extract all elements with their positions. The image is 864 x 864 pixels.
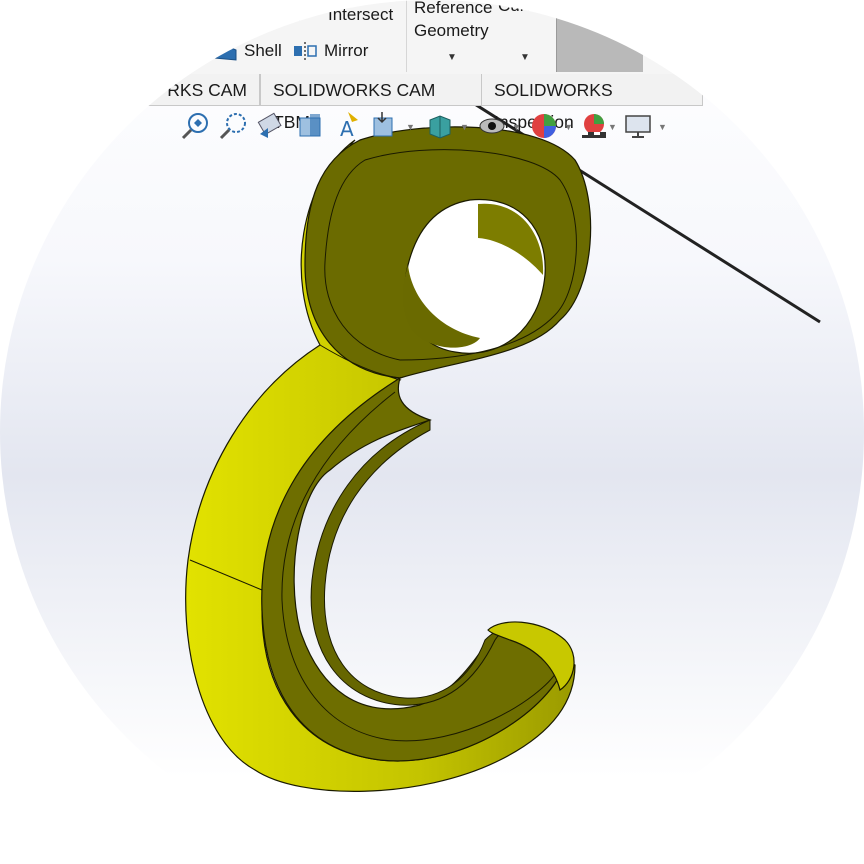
apply-scene-dropdown-icon[interactable]: ▼ <box>608 122 617 132</box>
mirror-button[interactable]: Mirror <box>292 40 368 62</box>
shell-label: Shell <box>244 41 282 60</box>
edit-appearance-dropdown-icon[interactable]: ▼ <box>564 122 573 132</box>
tab-solidworks-cam-tbm[interactable]: SOLIDWORKS CAM TBM <box>260 74 482 132</box>
command-tabs: RKS CAM SOLIDWORKS CAM TBM SOLIDWORKS In… <box>0 74 864 132</box>
intersect-button[interactable]: Intersect <box>296 4 393 26</box>
edit-appearance-icon[interactable] <box>528 110 560 142</box>
reference-geometry-label-2: Geometry <box>414 21 489 40</box>
reference-geometry-dropdown-icon[interactable]: ▼ <box>447 52 457 63</box>
view-orientation-dropdown-icon[interactable]: ▼ <box>406 122 415 132</box>
heads-up-view-toolbar: A ▼ ▼ ▼ ▼ ▼ <box>180 110 680 146</box>
dynamic-annotation-view-icon[interactable]: A <box>332 110 364 142</box>
svg-text:A: A <box>340 117 354 141</box>
tab-solidworks-cam[interactable]: RKS CAM <box>140 74 260 106</box>
apply-scene-icon[interactable] <box>578 110 610 142</box>
curves-label: Curv <box>498 0 534 15</box>
tab-label: RKS CAM <box>167 80 247 100</box>
zoom-to-fit-icon[interactable] <box>180 110 212 142</box>
command-manager-ribbon: Intersect Shell Mirror Reference Geometr… <box>0 0 864 74</box>
hide-show-items-icon[interactable] <box>476 110 508 142</box>
intersect-label: Intersect <box>328 5 394 24</box>
zoom-to-area-icon[interactable] <box>218 110 250 142</box>
ribbon-divider <box>406 0 407 72</box>
display-style-dropdown-icon[interactable]: ▼ <box>460 122 469 132</box>
curves-button[interactable]: Curv <box>498 0 534 16</box>
reference-geometry-button[interactable]: Reference Geometry <box>414 0 492 42</box>
hide-show-items-dropdown-icon[interactable]: ▼ <box>512 122 521 132</box>
display-style-icon[interactable] <box>424 110 456 142</box>
curves-dropdown-icon[interactable]: ▼ <box>520 52 530 63</box>
ribbon-group-panel <box>556 0 643 72</box>
mirror-label: Mirror <box>324 41 369 60</box>
shell-button[interactable]: Shell <box>212 40 282 62</box>
tab-solidworks-inspection[interactable]: SOLIDWORKS Inspection <box>481 74 703 132</box>
view-settings-icon[interactable] <box>622 110 654 142</box>
view-orientation-icon[interactable] <box>370 110 402 142</box>
view-settings-dropdown-icon[interactable]: ▼ <box>658 122 667 132</box>
reference-geometry-label-1: Reference <box>414 0 493 17</box>
section-view-icon[interactable] <box>294 110 326 142</box>
shell-icon <box>212 45 237 61</box>
mirror-icon <box>294 42 317 60</box>
previous-view-icon[interactable] <box>256 110 288 142</box>
intersect-icon <box>296 8 321 22</box>
